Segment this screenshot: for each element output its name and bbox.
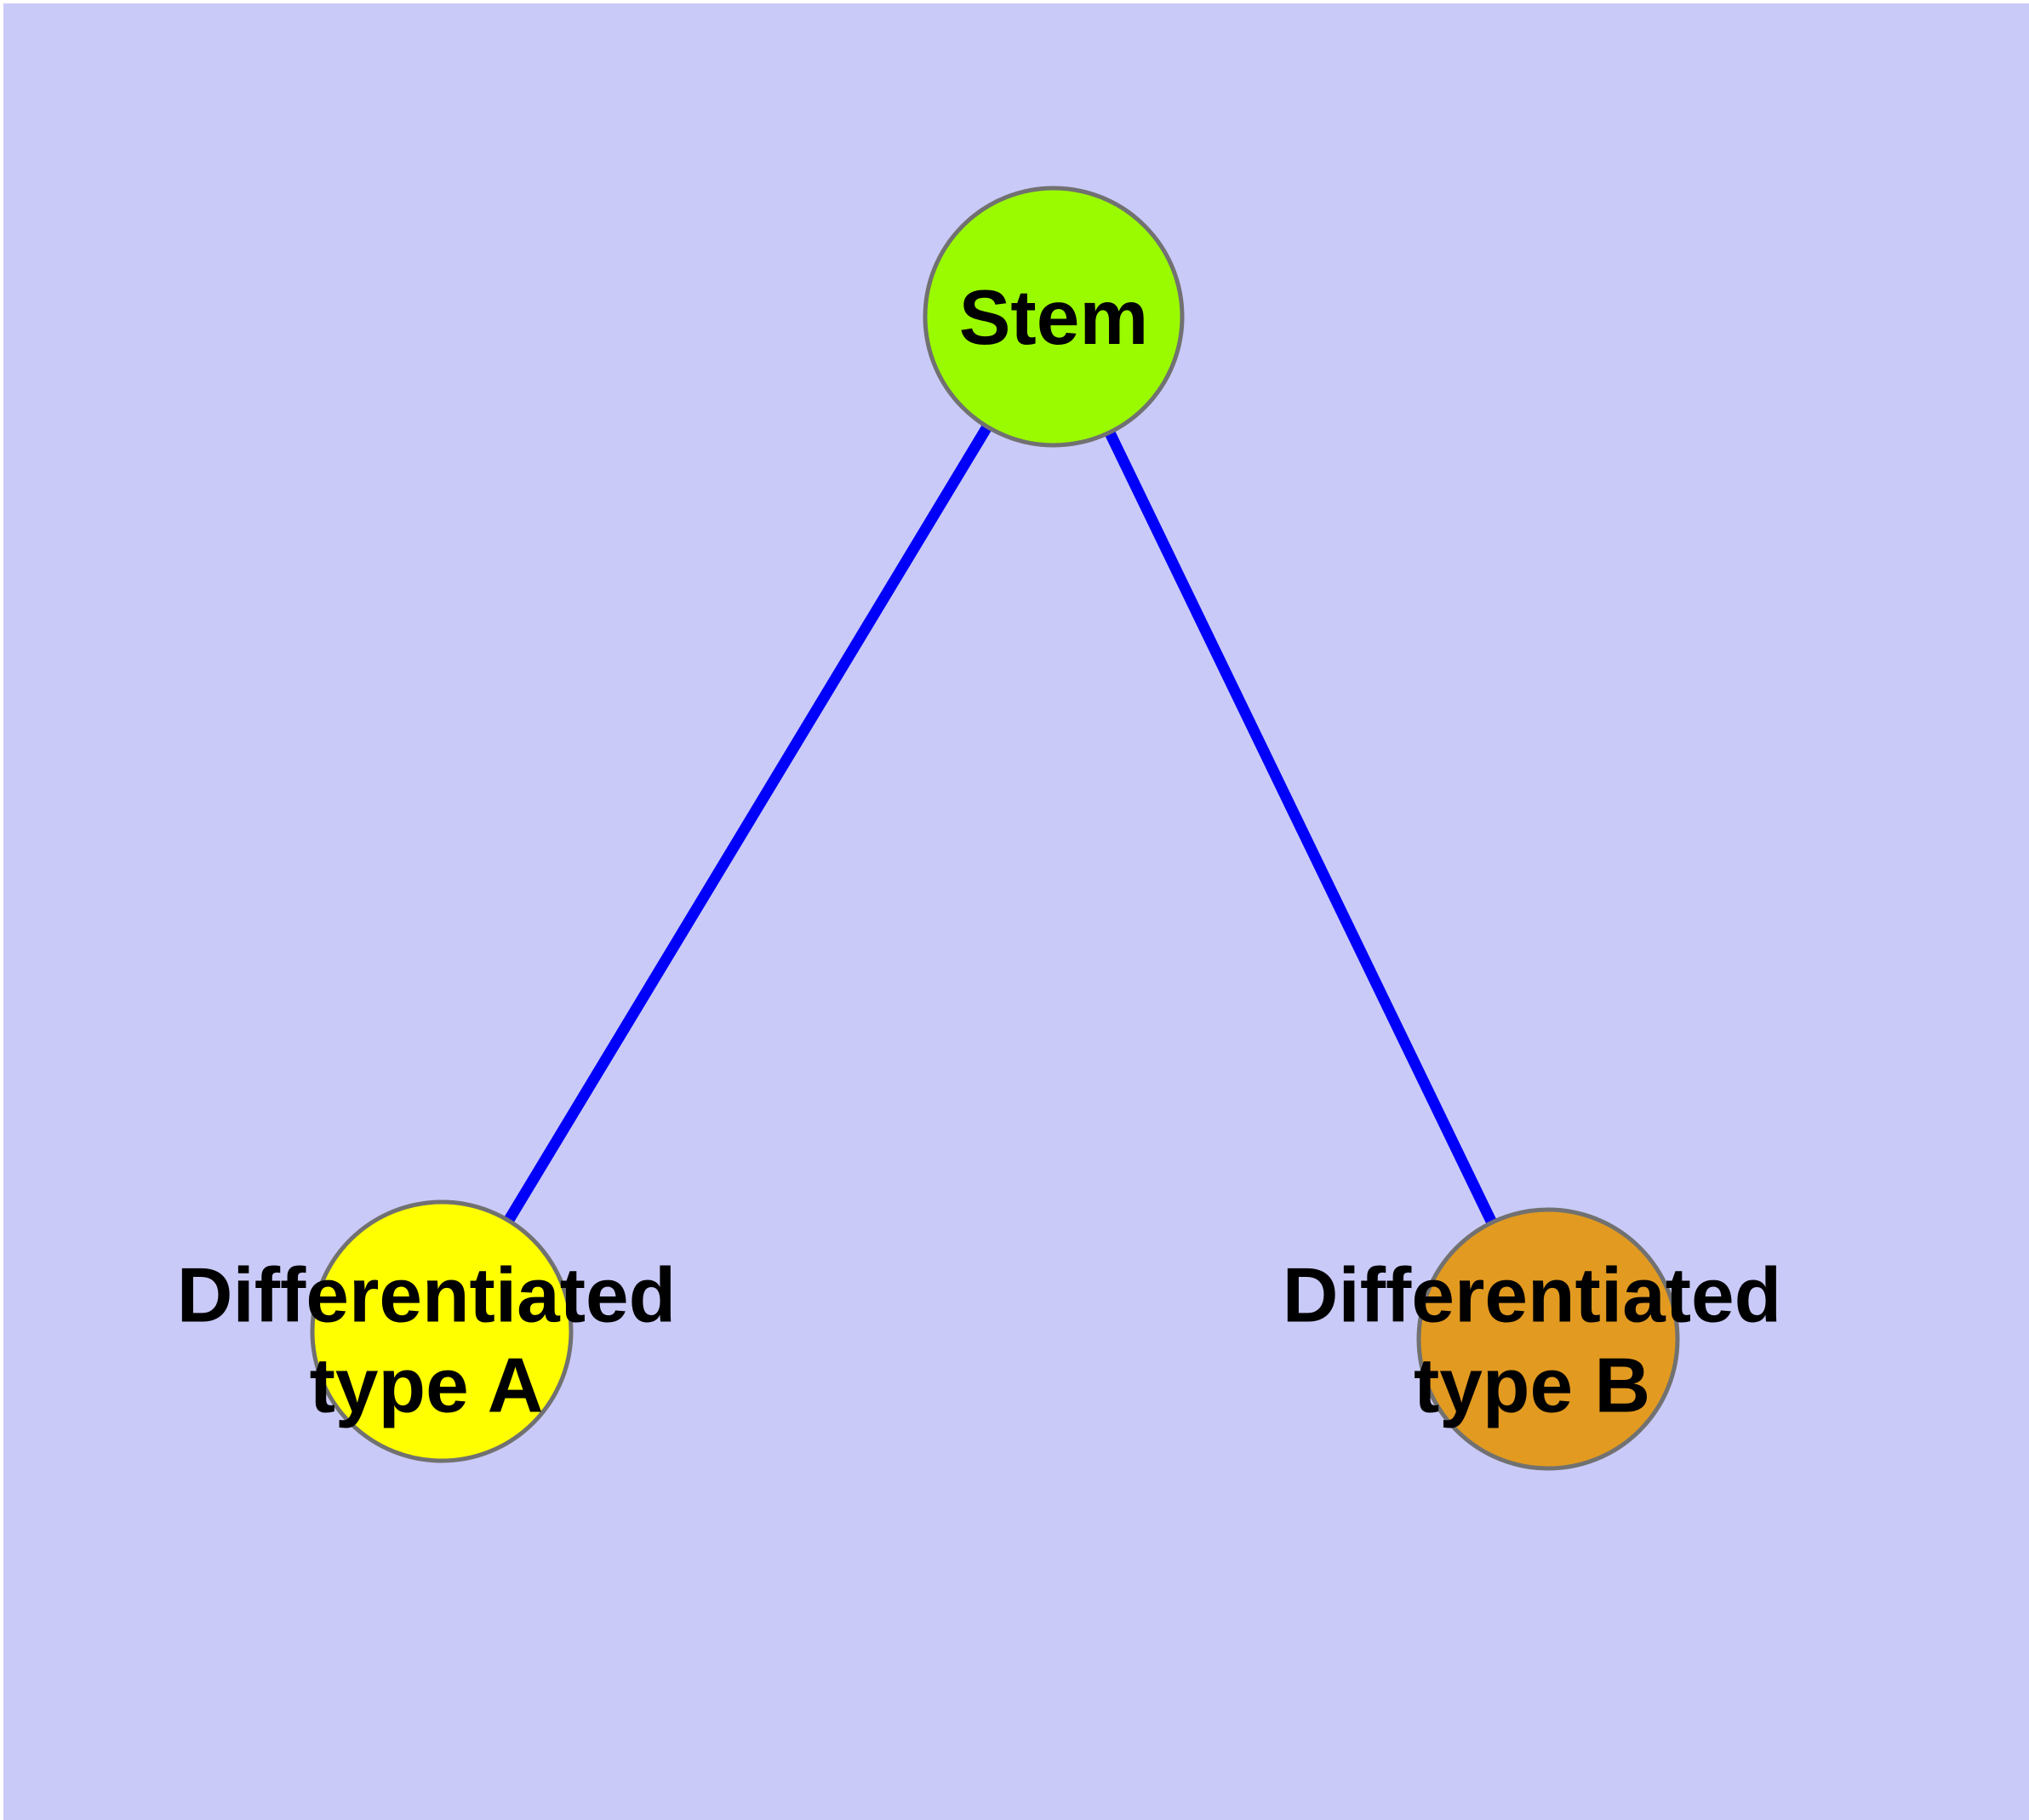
node-stem-label: Stem [958,274,1149,361]
graph-svg [310,186,1680,1471]
node-type-a-label: Differentiated type A [177,1251,677,1433]
node-type-a-label-line2: type A [309,1343,544,1429]
node-type-b-circle [1416,1207,1680,1471]
node-type-a-label-line1: Differentiated [176,1252,677,1339]
node-type-b-label-line1: Differentiated [1282,1252,1782,1339]
node-type-b-label-line2: type B [1413,1343,1651,1429]
diagram-canvas: Stem Differentiated type A Differentiate… [3,3,2029,1820]
node-stem-circle [923,186,1185,448]
node-type-b-label: Differentiated type B [1283,1251,1782,1433]
edge-stem-to-type-b [1049,314,1553,1342]
edge-stem-to-type-a [437,313,1059,1335]
node-type-a-circle [310,1199,574,1463]
